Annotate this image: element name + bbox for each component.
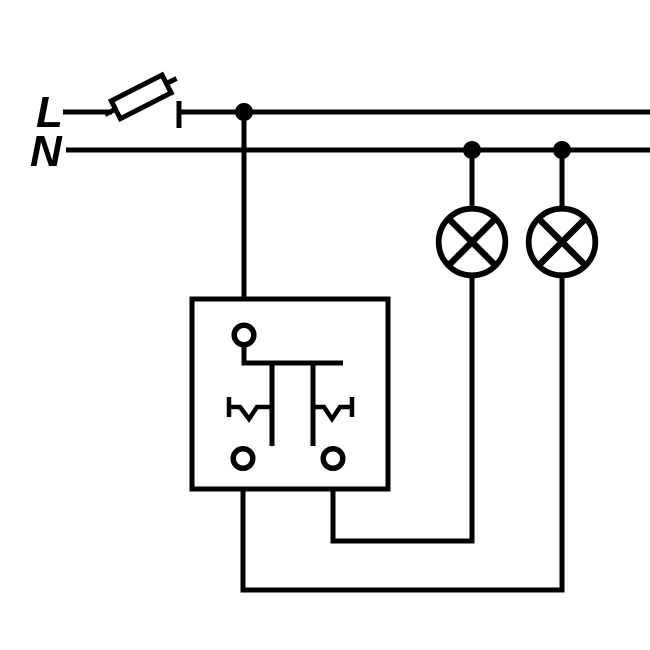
lamp2-cross-line-2 bbox=[536, 216, 588, 268]
lamp1-cross-line-2 bbox=[446, 216, 498, 268]
wire-switch-right-to-lamp1 bbox=[330, 276, 475, 544]
switch-output-terminal-left bbox=[230, 445, 256, 472]
lamp-symbol-2 bbox=[525, 141, 599, 279]
switch-actuator-right bbox=[313, 397, 355, 424]
actuator-left-spring bbox=[229, 404, 272, 423]
two-gang-switch bbox=[189, 296, 391, 492]
live-conductor-label: L bbox=[36, 88, 63, 137]
actuator-right-spring bbox=[313, 404, 352, 424]
fuse-symbol bbox=[103, 71, 182, 128]
lamp-symbol-1 bbox=[435, 141, 509, 279]
switch-input-terminal bbox=[231, 322, 257, 348]
wire-switch-left-to-lamp2 bbox=[240, 276, 565, 593]
junction-dot-live bbox=[235, 103, 253, 121]
switch-enclosure-box bbox=[189, 296, 391, 492]
switch-actuator-left bbox=[226, 397, 272, 423]
neutral-conductor-label: N bbox=[30, 127, 63, 176]
fuse-body bbox=[107, 71, 175, 123]
switch-output-terminal-right bbox=[320, 445, 346, 472]
